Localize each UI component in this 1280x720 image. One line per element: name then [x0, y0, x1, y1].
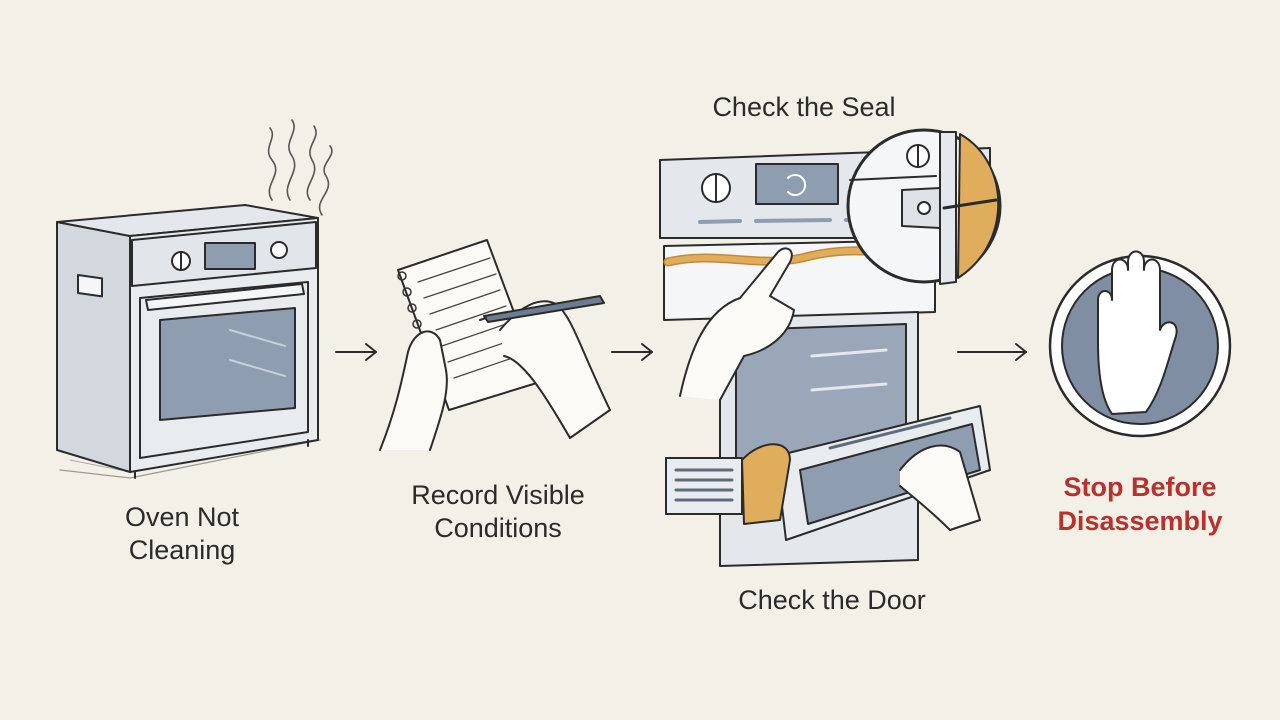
arrow-right-icon: [958, 344, 1026, 360]
stop-hand-icon: [1050, 252, 1230, 437]
oven-icon: [57, 205, 320, 478]
arrow-right-icon: [336, 344, 376, 360]
steam-icon: [269, 120, 332, 215]
hand-icon: [680, 248, 980, 530]
magnifier-icon: [848, 130, 1000, 284]
step-label-record-visible-conditions: Record Visible Conditions: [411, 480, 585, 543]
step-label-stop-before-disassembly: Stop Before Disassembly: [1057, 472, 1223, 536]
arrow-right-icon: [612, 344, 652, 360]
step-label-oven-not-cleaning: Oven Not Cleaning: [124, 502, 240, 565]
pen-icon: [480, 296, 604, 322]
hand-icon: [380, 301, 610, 450]
step-label-check-the-door: Check the Door: [738, 585, 926, 615]
step-label-check-the-seal: Check the Seal: [712, 92, 896, 122]
